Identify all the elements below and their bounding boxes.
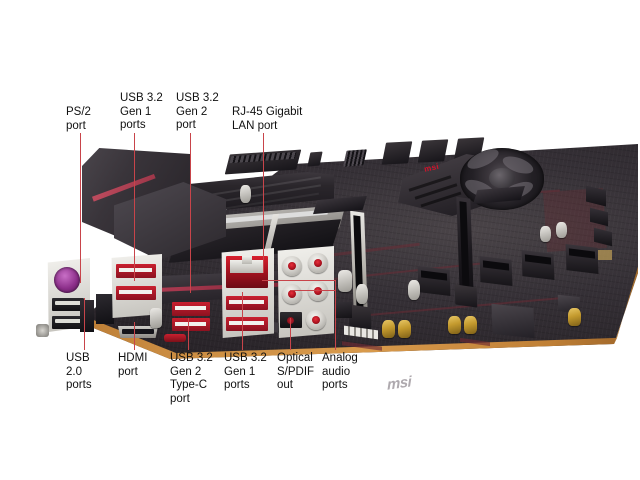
capacitor <box>338 270 352 292</box>
capacitor <box>464 316 477 334</box>
capacitor <box>382 320 395 338</box>
usb-port-contact <box>119 290 152 294</box>
callout-label-rj-45: RJ-45 Gigabit LAN port <box>232 106 303 132</box>
io-shield-screw <box>36 324 49 337</box>
callout-label-usb-3-2-gen-2: USB 3.2 Gen 2 port <box>176 92 219 132</box>
leader-line-analog-audio-h1 <box>262 280 336 282</box>
leader-line-usb-3-2-gen-2 <box>190 133 192 293</box>
leader-line-rj-45 <box>263 133 265 273</box>
rear-io-panel <box>36 240 352 348</box>
edge-pad <box>598 250 612 260</box>
analog-audio-jack-hole <box>314 259 322 267</box>
usb-2-0-port-contact <box>55 319 81 323</box>
ps2-port[interactable] <box>54 267 80 293</box>
callout-label-analog-audio: Analog audio ports <box>322 352 358 392</box>
eps-connector <box>417 139 449 163</box>
fan-hub <box>489 168 515 188</box>
capacitor <box>408 280 420 300</box>
usb-port-contact <box>175 322 206 326</box>
capacitor <box>356 284 368 304</box>
leader-line-usb-3-2-gen-1-bottom <box>242 292 244 350</box>
usb-2-0-port-contact <box>55 301 81 305</box>
leader-line-usb-2-0 <box>84 298 86 350</box>
rj-45-port-inner <box>230 260 264 273</box>
usb-port-contact <box>119 268 152 272</box>
io-small-part <box>336 302 352 318</box>
capacitor <box>556 222 567 238</box>
rj-45-port-tab <box>242 256 252 264</box>
leader-line-analog-audio <box>335 280 337 350</box>
capacitor <box>568 308 581 326</box>
io-cover-red-accent <box>128 282 295 294</box>
callout-label-optical-spdif: Optical S/PDIF out <box>277 352 315 392</box>
hdmi-port-inner <box>122 329 154 334</box>
usb-3-2-gen-2-type-c-port[interactable] <box>164 334 186 342</box>
msi-silkscreen-logo: msi <box>386 373 412 394</box>
leader-line-hdmi <box>134 322 136 350</box>
capacitor <box>540 226 551 242</box>
callout-label-usb-2-0: USB 2.0 ports <box>66 352 92 392</box>
ic-chip <box>491 303 535 339</box>
analog-audio-jack-hole <box>288 290 296 298</box>
callout-label-hdmi: HDMI port <box>118 352 148 378</box>
io-internal-part <box>80 300 94 332</box>
eps-connector <box>381 141 413 165</box>
callout-label-ps2: PS/2 port <box>66 106 91 132</box>
usb3-front-header <box>343 149 367 167</box>
leader-line-optical-spdif <box>290 318 292 350</box>
usb-port-contact <box>229 321 264 325</box>
leader-line-ps2 <box>80 133 82 283</box>
capacitor <box>448 316 461 334</box>
callout-label-usb-3-2-gen-1: USB 3.2 Gen 1 ports <box>120 92 163 132</box>
callout-label-usb-3-2-gen-1-bottom: USB 3.2 Gen 1 ports <box>224 352 267 392</box>
capacitor <box>240 185 251 203</box>
analog-audio-jack-hole <box>312 316 320 324</box>
leader-line-analog-audio-h2 <box>290 290 336 292</box>
usb-port-contact <box>175 306 206 310</box>
capacitor <box>150 308 162 328</box>
leader-line-usb-3-2-gen-1 <box>134 133 136 281</box>
display-port <box>96 294 114 324</box>
motherboard-image: msi msi <box>0 130 640 394</box>
analog-audio-jack-hole <box>288 262 296 270</box>
callout-label-usb-type-c: USB 3.2 Gen 2 Type-C port <box>170 352 213 405</box>
leader-line-usb-type-c <box>188 318 190 350</box>
pcie-x16-slot-2-end <box>454 284 478 308</box>
usb-port-contact <box>229 300 264 304</box>
capacitor <box>398 320 411 338</box>
